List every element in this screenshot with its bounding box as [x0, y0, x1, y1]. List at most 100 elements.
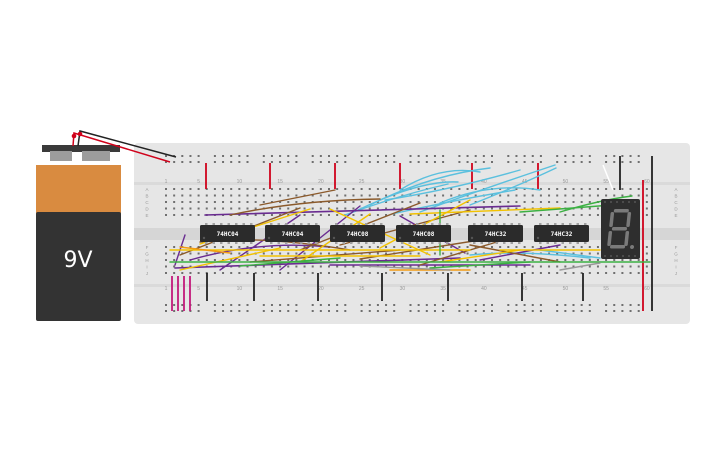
wire[interactable]: [391, 189, 516, 215]
row-letter-left: E: [145, 213, 148, 218]
ic-chip[interactable]: 74HC04: [265, 223, 320, 244]
wire[interactable]: [359, 265, 451, 271]
row-letter-left: F: [146, 245, 149, 250]
wire[interactable]: [469, 167, 557, 206]
wire[interactable]: [429, 261, 531, 269]
seven-segment-display[interactable]: 8.: [0, 0, 640, 259]
row-letter-right: H: [674, 258, 677, 263]
column-number-bottom: 10: [237, 286, 243, 292]
row-letter-right: J: [675, 271, 677, 276]
column-number-bottom: 25: [359, 286, 365, 292]
battery-label: 9V: [63, 248, 92, 273]
column-number-bottom: 15: [277, 286, 283, 292]
wire[interactable]: [419, 164, 556, 213]
chip-notch: [332, 236, 336, 240]
column-number-top: 55: [603, 179, 609, 185]
battery-terminals: [42, 145, 120, 161]
column-number-top: 30: [400, 179, 406, 185]
chip-label: 74HC32: [485, 231, 507, 238]
row-letter-left: B: [145, 194, 148, 199]
row-letter-right: I: [675, 265, 676, 270]
ic-chip[interactable]: 74HC32: [534, 223, 589, 244]
display-digit-text: 8.: [0, 0, 2, 1]
column-number-bottom: 60: [644, 286, 650, 292]
column-number-bottom: 35: [440, 286, 446, 292]
chip-notch: [536, 236, 540, 240]
column-number-bottom: 50: [563, 286, 569, 292]
row-letter-right: A: [674, 187, 677, 192]
wire[interactable]: [439, 249, 521, 263]
chip-notch: [267, 236, 271, 240]
wire[interactable]: [399, 169, 481, 191]
column-number-top: 5: [197, 179, 200, 185]
column-number-top: 60: [644, 179, 650, 185]
column-number-top: 20: [318, 179, 324, 185]
wire[interactable]: [179, 247, 281, 271]
chip-label: 74HC08: [413, 231, 435, 238]
wire[interactable]: [369, 167, 491, 206]
wire[interactable]: [239, 257, 341, 267]
row-letter-right: D: [674, 207, 678, 212]
wire[interactable]: [259, 189, 336, 206]
chip-label: 74HC32: [551, 231, 573, 238]
column-number-bottom: 30: [400, 286, 406, 292]
column-number-bottom: 40: [481, 286, 487, 292]
wire[interactable]: [384, 169, 521, 201]
column-number-top: 10: [237, 179, 243, 185]
row-letter-left: I: [146, 265, 147, 270]
column-number-top: 40: [481, 179, 487, 185]
wire[interactable]: [174, 257, 461, 269]
row-letter-right: E: [674, 213, 677, 218]
wire[interactable]: [469, 252, 591, 259]
column-number-bottom: 1: [165, 286, 168, 292]
wire[interactable]: [479, 244, 561, 261]
row-letter-left: G: [145, 252, 149, 257]
ic-chip[interactable]: 74HC32: [468, 223, 523, 244]
row-letter-left: A: [145, 187, 148, 192]
row-letter-right: C: [674, 200, 678, 205]
row-letter-right: G: [674, 252, 678, 257]
column-number-top: 25: [359, 179, 365, 185]
column-number-top: 15: [277, 179, 283, 185]
ic-chips[interactable]: 74HC04 74HC04 74HC08 74HC08 74HC32 74HC32: [200, 223, 589, 244]
ic-chip[interactable]: 74HC08: [396, 223, 451, 244]
chip-notch: [398, 236, 402, 240]
wire[interactable]: [204, 205, 521, 216]
column-number-top: 50: [563, 179, 569, 185]
column-number-bottom: 55: [603, 286, 609, 292]
row-letter-left: C: [145, 200, 149, 205]
segment-digit: [607, 209, 635, 249]
row-letter-left: H: [145, 258, 148, 263]
battery-9v[interactable]: 9V: [36, 130, 177, 321]
chip-label: 74HC04: [282, 231, 304, 238]
chip-notch: [202, 236, 206, 240]
white-jumper[interactable]: [602, 164, 614, 191]
wire[interactable]: [189, 244, 331, 261]
power-jumpers: [171, 156, 653, 311]
battery-leads: [71, 130, 177, 163]
wire[interactable]: [439, 187, 541, 204]
column-number-bottom: 20: [318, 286, 324, 292]
column-number-bottom: 5: [197, 286, 200, 292]
ic-chip[interactable]: 74HC04: [200, 223, 255, 244]
row-letter-left: D: [145, 207, 149, 212]
wire[interactable]: [409, 207, 561, 215]
column-number-top: 1: [165, 179, 168, 185]
wire[interactable]: [559, 262, 601, 271]
wire[interactable]: [559, 195, 633, 213]
chip-label: 74HC08: [347, 231, 369, 238]
wire[interactable]: [539, 249, 601, 259]
wire[interactable]: [229, 198, 381, 216]
row-letter-left: J: [146, 271, 148, 276]
wire[interactable]: [469, 244, 561, 263]
column-number-bottom: 45: [522, 286, 528, 292]
chip-label: 74HC04: [217, 231, 239, 238]
row-letter-right: B: [674, 194, 677, 199]
ic-chip[interactable]: 74HC08: [330, 223, 385, 244]
chip-notch: [470, 236, 474, 240]
wire[interactable]: [519, 204, 613, 213]
row-letter-right: F: [675, 245, 678, 250]
wire[interactable]: [179, 246, 231, 254]
